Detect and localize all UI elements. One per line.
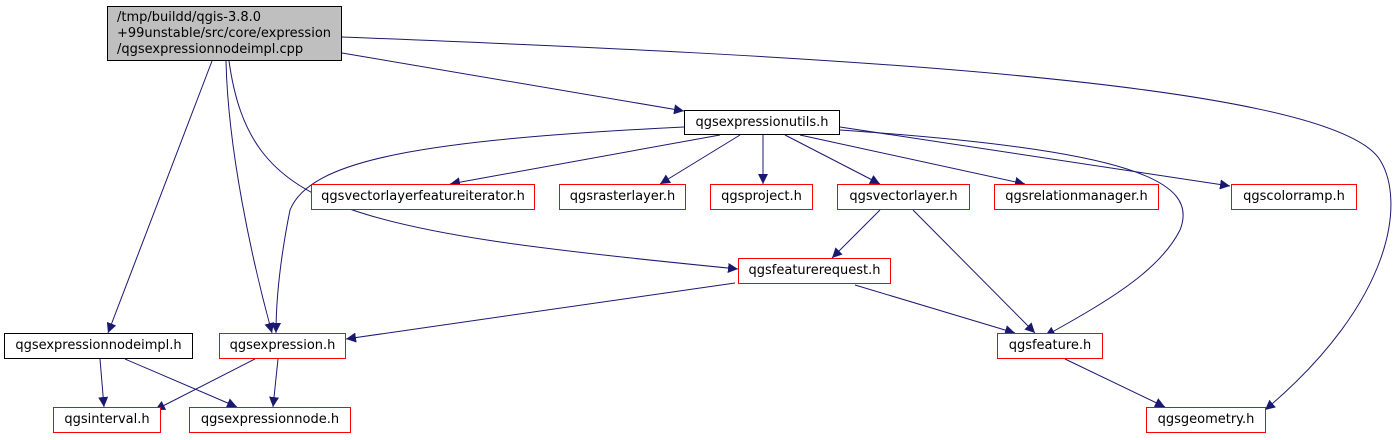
edge-utils-to-vectorlayerfeatureiterator xyxy=(449,134,721,188)
edge-root-to-qgsexpression xyxy=(225,60,275,334)
edge-qgsexpression-to-qgsinterval xyxy=(154,358,256,411)
edge-root-to-qgsgeometry xyxy=(341,36,1392,411)
node-qgsvectorlayer[interactable]: qgsvectorlayer.h xyxy=(837,184,970,210)
edge-featurerequest-to-qgsexpression xyxy=(345,282,736,343)
edge-root-to-qgsexpressionnodeimpl xyxy=(106,60,213,334)
root-path-line-1: /tmp/buildd/qgis-3.8.0 xyxy=(117,9,262,25)
root-file-node: /tmp/buildd/qgis-3.8.0 +99unstable/src/c… xyxy=(107,6,342,61)
edge-root-to-qgsfeaturerequest xyxy=(228,60,739,274)
root-path-line-2: +99unstable/src/core/expression xyxy=(117,25,332,41)
edge-utils-to-qgsexpression xyxy=(271,126,685,334)
edge-utils-to-qgsfeature xyxy=(839,129,1184,337)
node-qgsrasterlayer[interactable]: qgsrasterlayer.h xyxy=(559,184,686,210)
node-qgsexpression[interactable]: qgsexpression.h xyxy=(219,333,346,359)
node-qgscolorramp[interactable]: qgscolorramp.h xyxy=(1231,184,1357,210)
root-path-line-3: /qgsexpressionnodeimpl.cpp xyxy=(117,41,304,57)
edge-vectorlayer-to-qgsfeature xyxy=(912,209,1036,334)
edge-root-to-qgsexpressionutils xyxy=(341,52,685,115)
edge-utils-to-rasterlayer xyxy=(659,134,741,185)
node-qgsproject[interactable]: qgsproject.h xyxy=(710,184,813,210)
node-qgsvectorlayerfeatureiterator[interactable]: qgsvectorlayerfeatureiterator.h xyxy=(311,184,535,210)
edge-featurerequest-to-qgsfeature xyxy=(854,284,1016,335)
node-qgsexpressionnode[interactable]: qgsexpressionnode.h xyxy=(189,407,351,433)
edge-vectorlayer-to-featurerequest xyxy=(831,209,881,259)
edge-utils-to-relationmanager xyxy=(799,134,1026,187)
node-qgsexpressionutils[interactable]: qgsexpressionutils.h xyxy=(684,110,840,135)
edge-qgsfeature-to-qgsgeometry xyxy=(1064,358,1166,408)
edge-utils-to-vectorlayer xyxy=(784,134,881,185)
node-qgsexpressionnodeimpl[interactable]: qgsexpressionnodeimpl.h xyxy=(4,333,193,359)
edge-qgsexpression-to-qgsexpressionnode xyxy=(269,358,280,408)
node-qgsinterval[interactable]: qgsinterval.h xyxy=(53,407,161,433)
node-qgsrelationmanager[interactable]: qgsrelationmanager.h xyxy=(994,184,1159,210)
edge-nodeimpl-to-qgsexpressionnode xyxy=(124,358,238,408)
edge-utils-to-colorramp xyxy=(839,126,1231,190)
node-qgsfeaturerequest[interactable]: qgsfeaturerequest.h xyxy=(738,258,891,284)
node-qgsgeometry[interactable]: qgsgeometry.h xyxy=(1146,407,1266,433)
node-qgsfeature[interactable]: qgsfeature.h xyxy=(997,333,1103,359)
edge-nodeimpl-to-qgsinterval xyxy=(98,358,109,408)
